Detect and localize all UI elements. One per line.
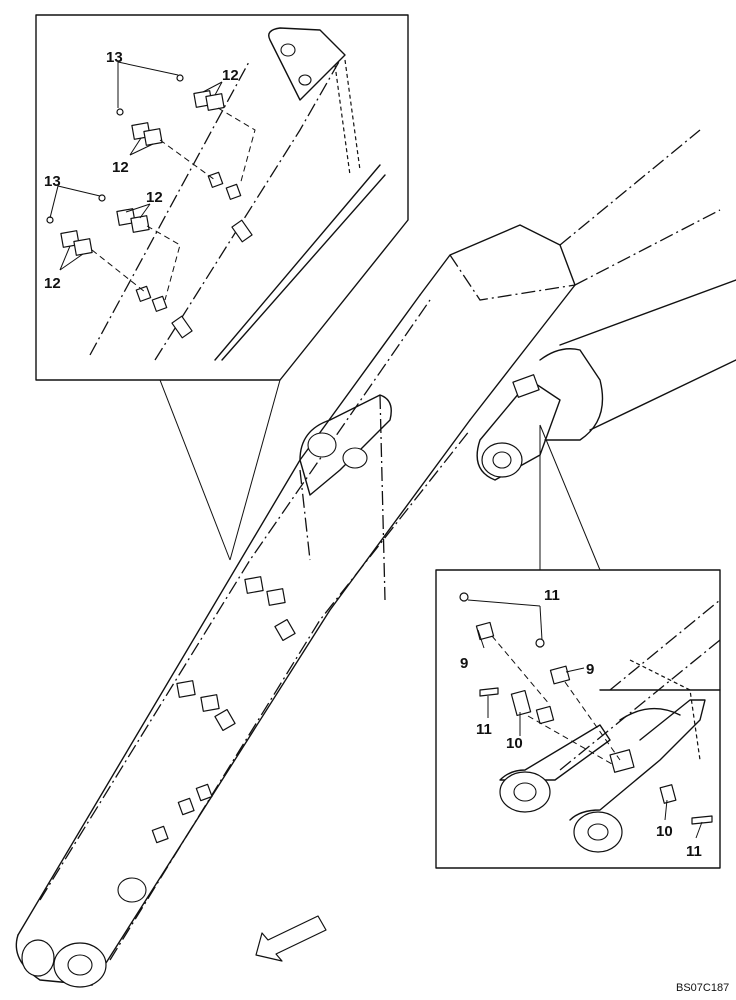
callout-12-b: 12	[112, 159, 129, 176]
callout-11-c: 11	[686, 843, 702, 860]
callout-10-b: 10	[656, 823, 673, 840]
detail-box-upper	[35, 14, 409, 561]
detail-box-lower	[435, 424, 721, 869]
arrow-down-left-icon	[255, 915, 327, 962]
arm-hole	[117, 877, 147, 903]
callout-11-b: 11	[476, 721, 492, 738]
arm-body	[15, 129, 736, 988]
callout-11-a: 11	[544, 587, 560, 604]
callout-9-a: 9	[460, 655, 468, 672]
callout-13-b: 13	[44, 173, 61, 190]
callout-12-a: 12	[222, 67, 239, 84]
callout-13-a: 13	[106, 49, 123, 66]
drawing-code: BS07C187	[676, 982, 729, 994]
arm-clamp-group	[151, 576, 296, 844]
callout-10-a: 10	[506, 735, 523, 752]
callout-9-b: 9	[586, 661, 594, 678]
callout-12-d: 12	[44, 275, 61, 292]
callout-12-c: 12	[146, 189, 163, 206]
